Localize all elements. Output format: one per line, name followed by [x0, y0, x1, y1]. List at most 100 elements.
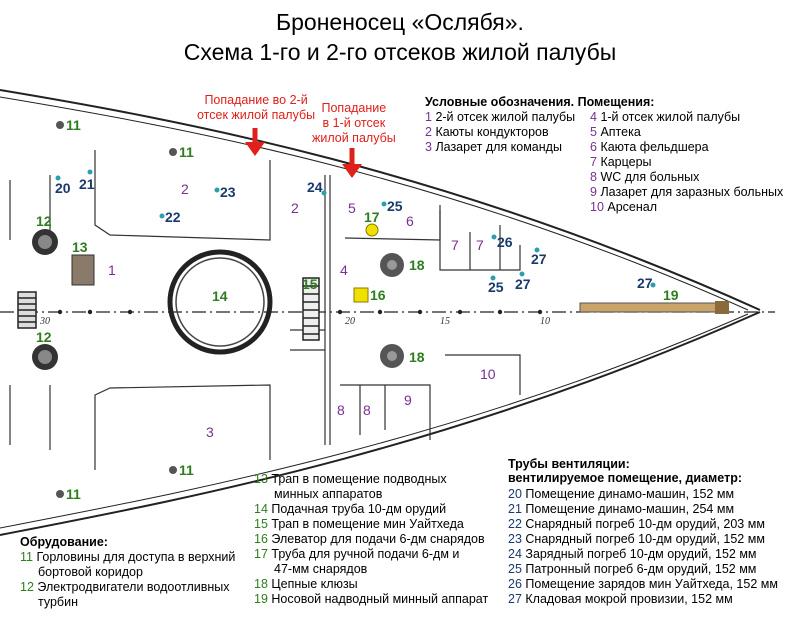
vent-label: 21: [79, 176, 95, 192]
ammo-tube-icon: [365, 223, 379, 237]
frame-number: 15: [440, 316, 450, 327]
legend-equipment-item: 18 Цепные клюзы: [254, 577, 358, 591]
legend-room-item: 10 Арсенал: [590, 200, 658, 214]
legend-room-item: 6 Каюта фельдшера: [590, 140, 709, 154]
room-label: 10: [480, 366, 496, 382]
legend-equipment-item: 19 Носовой надводный минный аппарат: [254, 592, 489, 606]
hit-arrow-2: [245, 128, 265, 156]
supply-tube-10in: [167, 249, 273, 355]
legend-equipment-item: 12 Электродвигатели водоотливных: [20, 580, 230, 594]
legend-room-item: 9 Лазарет для заразных больных: [590, 185, 784, 199]
legend-equipment-item: 14 Подачная труба 10-дм орудий: [254, 502, 447, 516]
room-label: 2: [181, 181, 189, 197]
room-label: 1: [108, 262, 116, 278]
manhole-icon: [56, 121, 177, 498]
room-label: 3: [206, 424, 214, 440]
frame-number: 20: [345, 316, 355, 327]
legend-equipment-item-cont: бортовой коридор: [38, 565, 143, 579]
legend-rooms-col2: 4 1-й отсек жилой палубы 5 Аптека 6 Кают…: [590, 110, 783, 215]
legend-vent-item: 24 Зарядный погреб 10-дм орудий, 152 мм: [508, 547, 757, 561]
legend-room-item: 5 Аптека: [590, 125, 641, 139]
ladder-torpedo-room: [71, 254, 95, 286]
hit-arrow-1: [342, 148, 362, 178]
legend-equipment-item: 11 Горловины для доступа в верхний: [20, 550, 236, 564]
hull-outline: [0, 89, 761, 536]
legend-equipment-item-cont: турбин: [38, 595, 78, 609]
legend-vents-list: 20 Помещение динамо-машин, 152 мм 21 Пом…: [508, 487, 778, 607]
room-label: 6: [406, 213, 414, 229]
equipment-label: 13: [72, 239, 88, 255]
equipment-label: 12: [36, 329, 52, 345]
vent-label: 27: [515, 276, 531, 292]
vent-label: 27: [531, 251, 547, 267]
turbine-motor-icon: [32, 229, 58, 370]
room-label: 8: [363, 402, 371, 418]
equipment-label: 11: [66, 486, 81, 502]
ladder-whitehead: [302, 277, 320, 341]
stern-gear: [17, 291, 37, 329]
legend-room-item: 3 Лазарет для команды: [425, 140, 562, 154]
vent-label: 25: [387, 198, 403, 214]
equipment-label: 11: [179, 462, 194, 478]
frame-number: 10: [540, 316, 550, 327]
equipment-label: 15: [302, 276, 318, 292]
legend-vent-item: 23 Снарядный погреб 10-дм орудий, 152 мм: [508, 532, 765, 546]
legend-vents-heading2: вентилируемое помещение, диаметр:: [508, 471, 743, 485]
legend-vent-item: 20 Помещение динамо-машин, 152 мм: [508, 487, 735, 501]
bow-torpedo-tube: [579, 301, 729, 314]
vent-label: 22: [165, 209, 181, 225]
legend-equipment-item: 13 Трап в помещение подводных: [254, 472, 447, 486]
bulkheads: [9, 150, 521, 470]
equipment-label: 14: [212, 288, 228, 304]
legend-equipment-item: 15 Трап в помещение мин Уайтхеда: [254, 517, 464, 531]
hawse-pipe-icon: [380, 253, 404, 368]
room-label: 8: [337, 402, 345, 418]
legend-vent-item: 21 Помещение динамо-машин, 254 мм: [508, 502, 735, 516]
legend-vent-item: 25 Патронный погреб 6-дм орудий, 152 мм: [508, 562, 757, 576]
room-label: 7: [476, 237, 484, 253]
legend-vents-heading1: Трубы вентиляции:: [508, 457, 630, 471]
legend-vent-item: 27 Кладовая мокрой провизии, 152 мм: [508, 592, 733, 606]
diagram-title-line1: Броненосец «Ослябя».: [276, 9, 524, 35]
equipment-label: 18: [409, 257, 425, 273]
legend-equipment-col2: 13 Трап в помещение подводных минных апп…: [254, 472, 488, 607]
legend-room-item: 1 2-й отсек жилой палубы: [425, 110, 576, 124]
vent-label: 26: [497, 234, 513, 250]
legend-equipment-item: 17 Труба для ручной подачи 6-дм и: [254, 547, 460, 561]
room-label: 2: [291, 200, 299, 216]
equipment-label: 19: [663, 287, 679, 303]
vent-pipe-dots: [55, 169, 656, 288]
equipment-label: 16: [370, 287, 386, 303]
equipment-label: 12: [36, 213, 52, 229]
legend-vent-item: 26 Помещение зарядов мин Уайтхеда, 152 м…: [508, 577, 778, 591]
legend-room-item: 8 WC для больных: [590, 170, 700, 184]
legend-vent-item: 22 Снарядный погреб 10-дм орудий, 203 мм: [508, 517, 765, 531]
equipment-label: 18: [409, 349, 425, 365]
legend-rooms-heading: Условные обозначения. Помещения:: [425, 95, 655, 109]
shell-elevator-icon: [353, 287, 369, 303]
room-label: 5: [348, 200, 356, 216]
legend-equipment-item-cont: 47-мм снарядов: [274, 562, 368, 576]
legend-rooms-col1: 1 2-й отсек жилой палубы 2 Каюты кондукт…: [425, 110, 575, 155]
hit-note-compartment-2: Попадание во 2-й отсек жилой палубы: [197, 93, 316, 122]
vent-label: 20: [55, 180, 71, 196]
room-label: 9: [404, 392, 412, 408]
legend-equipment-col1: 11 Горловины для доступа в верхний борто…: [20, 550, 235, 610]
legend-equipment-heading: Обрудование:: [20, 535, 108, 549]
frame-number: 30: [39, 316, 50, 327]
vent-label: 23: [220, 184, 236, 200]
room-label: 7: [451, 237, 459, 253]
center-rivets: [57, 309, 543, 315]
legend-equipment-item: 16 Элеватор для подачи 6-дм снарядов: [254, 532, 485, 546]
vent-label: 25: [488, 279, 504, 295]
room-label: 4: [340, 262, 348, 278]
vent-label: 24: [307, 179, 323, 195]
hit-note-compartment-1: Попадание в 1-й отсек жилой палубы: [312, 101, 396, 145]
legend-room-item: 7 Карцеры: [590, 155, 652, 169]
diagram-title-line2: Схема 1-го и 2-го отсеков жилой палубы: [183, 39, 617, 65]
legend-room-item: 4 1-й отсек жилой палубы: [590, 110, 741, 124]
equipment-label: 17: [364, 209, 380, 225]
legend-equipment-item-cont: минных аппаратов: [274, 487, 383, 501]
equipment-label: 11: [66, 117, 81, 133]
